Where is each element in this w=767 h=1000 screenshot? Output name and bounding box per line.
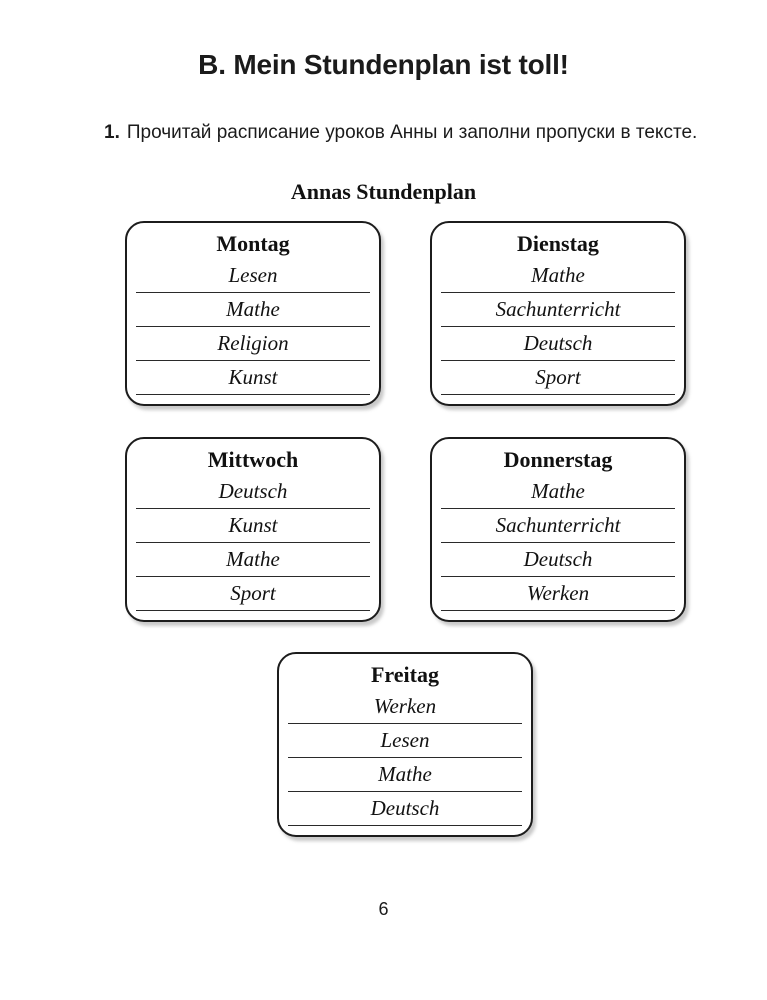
day-name: Freitag xyxy=(370,662,439,687)
subject-text: Sachunterricht xyxy=(495,512,621,537)
subject-text: Mathe xyxy=(378,761,432,786)
subject-text: Deutsch xyxy=(523,546,593,571)
subject-row: Mathe xyxy=(441,475,675,509)
subject-row: Religion xyxy=(136,327,370,361)
subject-text: Kunst xyxy=(228,512,278,537)
subject-text: Religion xyxy=(217,330,289,355)
day-card-freitag: Freitag Werken Lesen Mathe Deutsch xyxy=(277,652,533,837)
subject-row: Deutsch xyxy=(441,327,675,361)
subject-text: Lesen xyxy=(228,262,278,287)
page-number: 6 xyxy=(378,899,389,919)
instruction-text: Прочитай расписание уроков Анны и заполн… xyxy=(126,122,698,143)
subject-row: Mathe xyxy=(441,259,675,293)
subject-text: Kunst xyxy=(228,364,278,389)
subject-row: Sachunterricht xyxy=(441,293,675,327)
subject-row: Lesen xyxy=(288,724,522,758)
day-name: Donnerstag xyxy=(503,447,613,472)
instruction-number: 1. xyxy=(104,122,120,143)
subject-text: Deutsch xyxy=(370,795,440,820)
subject-row: Deutsch xyxy=(136,475,370,509)
subject-text: Deutsch xyxy=(218,478,288,503)
day-name: Mittwoch xyxy=(207,447,299,472)
subject-text: Sport xyxy=(230,580,276,605)
page-title: B. Mein Stundenplan ist toll! xyxy=(198,49,569,80)
subject-text: Deutsch xyxy=(523,330,593,355)
subject-text: Sachunterricht xyxy=(495,296,621,321)
subject-row: Werken xyxy=(288,690,522,724)
day-card-mittwoch: Mittwoch Deutsch Kunst Mathe Sport xyxy=(125,437,381,622)
subject-text: Werken xyxy=(526,580,590,605)
subject-row: Sachunterricht xyxy=(441,509,675,543)
schedule-heading: Annas Stundenplan xyxy=(290,179,477,204)
subject-row: Sport xyxy=(136,577,370,611)
day-card-donnerstag: Donnerstag Mathe Sachunterricht Deutsch … xyxy=(430,437,686,622)
subject-row: Deutsch xyxy=(441,543,675,577)
subject-text: Werken xyxy=(373,693,437,718)
subject-row: Kunst xyxy=(136,361,370,395)
instruction-row: 1. Прочитай расписание уроков Анны и зап… xyxy=(104,118,729,148)
subject-text: Mathe xyxy=(531,478,585,503)
day-name: Dienstag xyxy=(517,231,599,256)
subject-row: Lesen xyxy=(136,259,370,293)
subject-row: Sport xyxy=(441,361,675,395)
subject-row: Mathe xyxy=(288,758,522,792)
subject-row: Kunst xyxy=(136,509,370,543)
instruction-block: 1. Прочитай расписание уроков Анны и зап… xyxy=(104,118,729,148)
subject-text: Mathe xyxy=(531,262,585,287)
subject-row: Mathe xyxy=(136,293,370,327)
subject-text: Mathe xyxy=(226,546,280,571)
subject-row: Deutsch xyxy=(288,792,522,826)
subject-row: Werken xyxy=(441,577,675,611)
subject-text: Sport xyxy=(535,364,581,389)
day-card-montag: Montag Lesen Mathe Religion Kunst xyxy=(125,221,381,406)
subject-text: Lesen xyxy=(380,727,430,752)
subject-row: Mathe xyxy=(136,543,370,577)
subject-text: Mathe xyxy=(226,296,280,321)
day-card-dienstag: Dienstag Mathe Sachunterricht Deutsch Sp… xyxy=(430,221,686,406)
day-name: Montag xyxy=(216,231,290,256)
